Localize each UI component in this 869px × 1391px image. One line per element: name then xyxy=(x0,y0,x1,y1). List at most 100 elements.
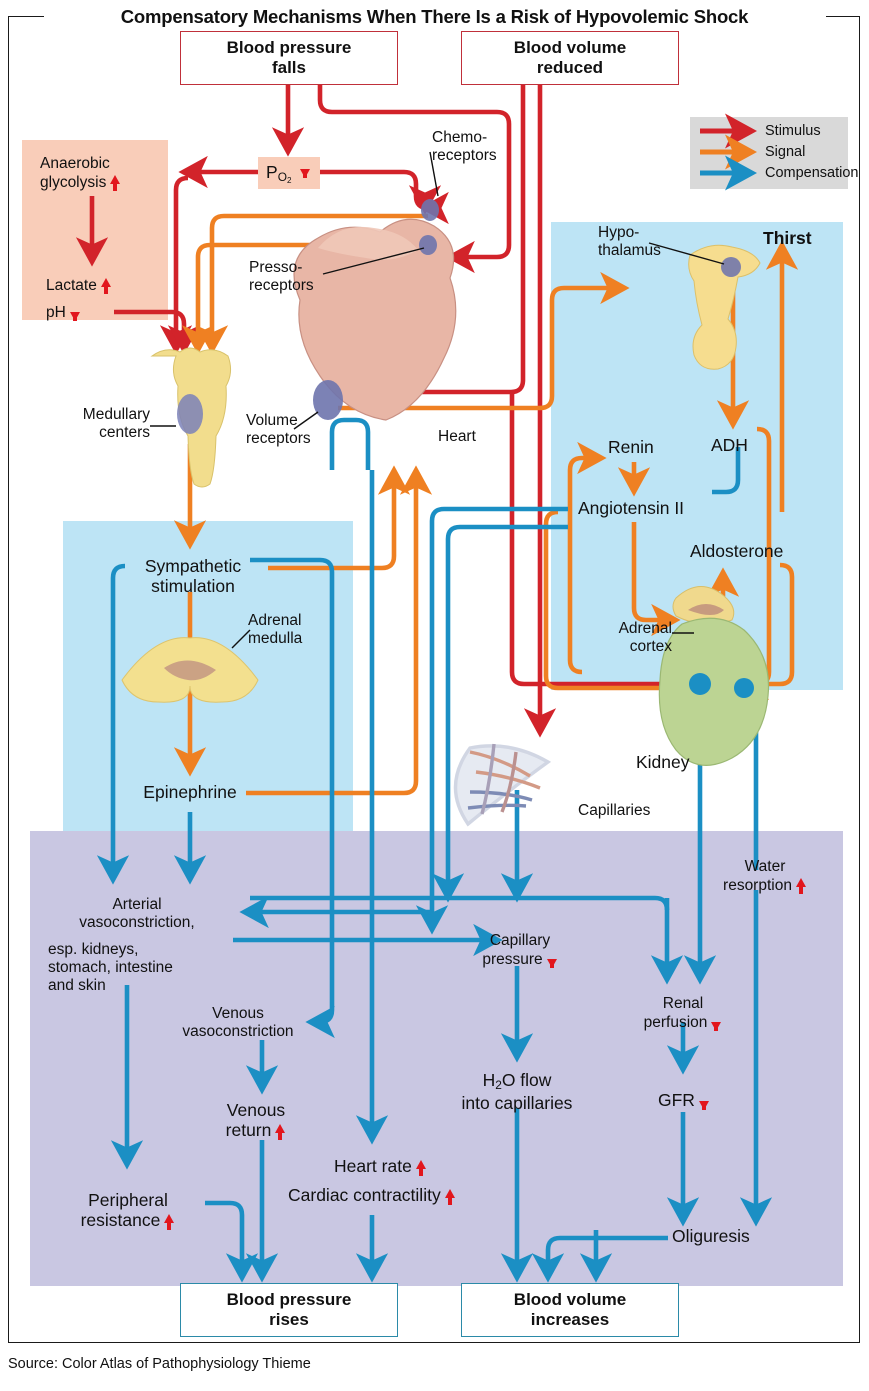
venousret-line1: Venous xyxy=(226,1100,286,1120)
capillaries-label: Capillaries xyxy=(578,802,651,819)
ph-down-arrow-icon xyxy=(69,303,81,321)
angiotensin-label: Angiotensin II xyxy=(578,498,685,518)
node-heart: Heart xyxy=(438,428,476,446)
node-adrenal-medulla: Adrenal medulla xyxy=(248,612,302,648)
volrec-line1: Volume xyxy=(246,412,298,429)
anaerobic-up-arrow-icon xyxy=(110,173,121,191)
peripheral-up-arrow-icon xyxy=(164,1212,175,1231)
bp-rises-line1: Blood pressure xyxy=(226,1290,352,1310)
node-aldosterone: Aldosterone xyxy=(690,541,783,561)
node-adh: ADH xyxy=(711,435,748,455)
po2-down-arrow-icon xyxy=(300,164,311,181)
cardiac-up-arrow-icon xyxy=(444,1187,456,1205)
node-arterial-vasoconstriction: Arterial vasoconstriction, xyxy=(42,896,232,932)
node-peripheral-resistance: Peripheral resistance xyxy=(58,1190,198,1231)
legend-label-stimulus: Stimulus xyxy=(765,123,821,139)
adh-label: ADH xyxy=(711,435,748,455)
node-adrenal-cortex: Adrenal cortex xyxy=(576,620,672,656)
kidney-label: Kidney xyxy=(636,752,690,772)
presso-line2: receptors xyxy=(249,276,314,294)
node-h2o-flow: H2O flow into capillaries xyxy=(432,1070,602,1113)
arterial-line4: stomach, intestine xyxy=(48,958,173,976)
chemo-line1: Chemo- xyxy=(432,129,488,146)
node-gfr: GFR xyxy=(658,1090,710,1110)
node-capillaries: Capillaries xyxy=(578,802,650,820)
node-venous-vasoconstriction: Venous vasoconstriction xyxy=(166,1005,310,1041)
venousvaso-line1: Venous xyxy=(212,1005,264,1022)
thirst-label: Thirst xyxy=(763,228,812,248)
node-chemoreceptors: Chemo- receptors xyxy=(432,129,497,165)
page-title: Compensatory Mechanisms When There Is a … xyxy=(120,6,749,27)
ph-label: pH xyxy=(46,304,66,321)
volrec-line2: receptors xyxy=(246,429,311,447)
source-caption: Source: Color Atlas of Pathophysiology T… xyxy=(8,1356,311,1372)
anaerobic-line2: glycolysis xyxy=(40,173,107,191)
h2oflow-line2: into capillaries xyxy=(461,1092,573,1113)
renalperf-line1: Renal xyxy=(662,995,704,1012)
node-thirst: Thirst xyxy=(763,228,812,248)
node-cardiac-contractility: Cardiac contractility xyxy=(288,1185,456,1205)
node-oliguresis: Oliguresis xyxy=(672,1226,750,1246)
node-renal-perfusion: Renal perfusion xyxy=(620,995,746,1032)
node-angiotensin-ii: Angiotensin II xyxy=(578,498,684,518)
node-kidney: Kidney xyxy=(636,752,690,772)
venousret-line2: return xyxy=(225,1120,272,1141)
bv-increases-line2: increases xyxy=(530,1310,610,1329)
cappress-line2: pressure xyxy=(482,950,543,968)
bp-falls-line1: Blood pressure xyxy=(226,38,352,58)
bp-falls-line2: falls xyxy=(271,58,306,77)
hypo-line1: Hypo- xyxy=(598,224,640,241)
renalperf-line2: perfusion xyxy=(643,1013,708,1031)
arterial-line5: and skin xyxy=(48,976,106,994)
node-hypothalamus: Hypo- thalamus xyxy=(598,224,661,260)
adrenalcortex-line1: Adrenal xyxy=(618,620,672,637)
input-box-blood-pressure-falls[interactable]: Blood pressure falls xyxy=(180,31,398,85)
node-ph: pH xyxy=(46,303,81,322)
symp-line1: Sympathetic xyxy=(144,556,242,576)
output-box-blood-pressure-rises[interactable]: Blood pressure rises xyxy=(180,1283,398,1337)
node-venous-return: Venous return xyxy=(196,1100,316,1141)
node-heart-rate: Heart rate xyxy=(334,1156,427,1176)
legend-label-compensation: Compensation xyxy=(765,165,859,181)
node-sympathetic-stimulation: Sympathetic stimulation xyxy=(118,556,268,597)
output-box-blood-volume-increases[interactable]: Blood volume increases xyxy=(461,1283,679,1337)
arterial-line1: Arterial xyxy=(112,896,162,913)
frame-title-gap xyxy=(44,8,826,28)
bv-reduced-line1: Blood volume xyxy=(513,38,627,58)
node-medullary-centers: Medullary centers xyxy=(40,406,150,442)
node-po2: PO2 xyxy=(266,162,311,185)
node-capillary-pressure: Capillary pressure xyxy=(460,932,580,969)
bv-increases-line1: Blood volume xyxy=(513,1290,627,1310)
water-line1: Water xyxy=(744,858,786,875)
heartrate-label: Heart rate xyxy=(334,1156,412,1176)
legend-label-signal: Signal xyxy=(765,144,806,160)
node-lactate: Lactate xyxy=(46,276,112,295)
medullary-line2: centers xyxy=(99,423,150,441)
node-arterial-vasoconstriction-detail: esp. kidneys, stomach, intestine and ski… xyxy=(48,941,248,995)
periph-line2: resistance xyxy=(80,1210,161,1231)
venous-return-up-arrow-icon xyxy=(275,1122,286,1141)
arterial-line3: esp. kidneys, xyxy=(48,941,139,958)
presso-line1: Presso- xyxy=(249,259,303,276)
bp-rises-line2: rises xyxy=(269,1310,309,1329)
capillary-pressure-down-arrow-icon xyxy=(546,950,558,968)
panel-anaerobic-metabolism xyxy=(22,140,168,320)
cardiac-label: Cardiac contractility xyxy=(288,1185,441,1205)
lactate-up-arrow-icon xyxy=(100,276,112,294)
adrenalcortex-line2: cortex xyxy=(629,637,672,655)
bv-reduced-line2: reduced xyxy=(536,58,604,77)
aldosterone-label: Aldosterone xyxy=(690,541,784,561)
h2oflow-line1: H2O flow xyxy=(482,1070,552,1092)
node-volume-receptors: Volume receptors xyxy=(246,412,311,448)
oliguresis-label: Oliguresis xyxy=(672,1226,750,1246)
arterial-line2: vasoconstriction, xyxy=(79,913,195,931)
cappress-line1: Capillary xyxy=(489,932,551,949)
adrenalmed-line2: medulla xyxy=(248,629,303,647)
node-pressoreceptors: Presso- receptors xyxy=(249,259,314,295)
chemo-line2: receptors xyxy=(432,146,497,164)
anaerobic-line1: Anaerobic xyxy=(40,155,110,172)
adrenalmed-line1: Adrenal xyxy=(248,612,302,629)
symp-line2: stimulation xyxy=(151,576,235,597)
input-box-blood-volume-reduced[interactable]: Blood volume reduced xyxy=(461,31,679,85)
